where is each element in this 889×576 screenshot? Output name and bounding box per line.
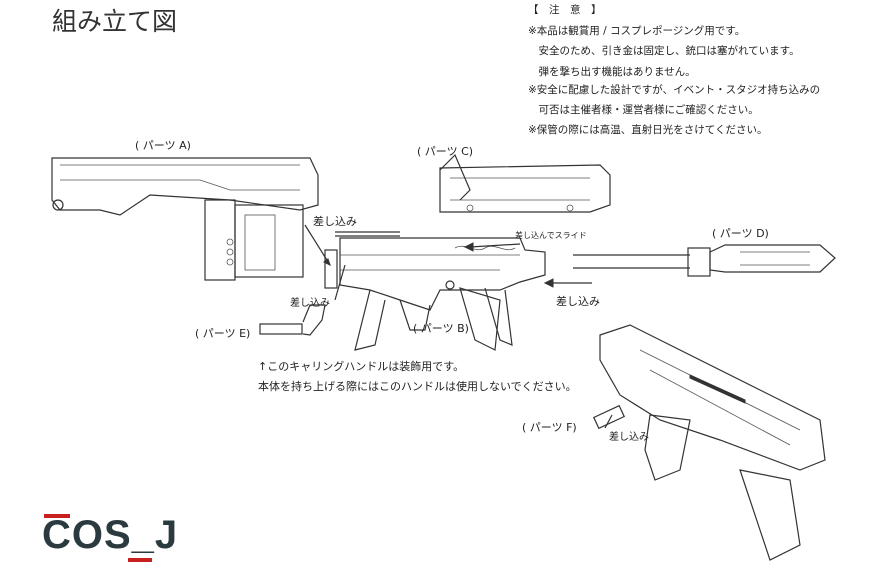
insert-callout-barrel: 差し込み: [556, 295, 600, 308]
part-a-stock-drawing: [51, 157, 319, 281]
part-e-handle-drawing: [259, 304, 326, 336]
caution-line: 弾を撃ち出す機能はありません。: [528, 66, 696, 78]
handle-note-line: 本体を持ち上げる際にはこのハンドルは使用しないでください。: [258, 380, 577, 393]
part-c-label: ( パーツ C): [417, 145, 474, 158]
part-a-label: ( パーツ A): [135, 139, 191, 152]
handle-note-line: ↑このキャリングハンドルは装飾用です。: [258, 360, 465, 373]
insert-callout-handle: 差し込み: [290, 298, 330, 309]
part-f-label: ( パーツ F): [522, 421, 577, 434]
callout-arrows: [304, 224, 613, 429]
caution-line: ※本品は観賞用 / コスプレポージング用です。: [528, 25, 746, 37]
logo-accent-underscore: [128, 558, 152, 562]
caution-heading: 【 注 意 】: [528, 4, 602, 16]
part-d-barrel-drawing: [573, 244, 836, 277]
caution-line: 可否は主催者様・運営者様にご確認ください。: [528, 104, 759, 116]
part-f-assembled-drawing: [592, 324, 826, 561]
logo-accent-bar: [44, 514, 70, 518]
caution-line: 安全のため、引き金は固定し、銃口は塞がれています。: [528, 45, 800, 57]
part-e-label: ( パーツ E): [195, 327, 251, 340]
brand-logo: COS_J: [42, 513, 179, 557]
page-title: 組み立て図: [52, 7, 178, 36]
part-c-drawing: [439, 153, 611, 213]
caution-line: ※安全に配慮した設計ですが、イベント・スタジオ持ち込みの: [528, 84, 821, 96]
part-d-label: ( パーツ D): [712, 227, 769, 240]
insert-callout-f: 差し込み: [609, 432, 649, 443]
part-b-receiver-drawing: [324, 231, 546, 351]
caution-line: ※保管の際には高温、直射日光をさけてください。: [528, 124, 768, 136]
insert-callout-stock: 差し込み: [313, 215, 357, 228]
slide-callout: 差し込んでスライド: [515, 231, 587, 240]
part-b-label: ( パーツ B): [413, 322, 469, 335]
